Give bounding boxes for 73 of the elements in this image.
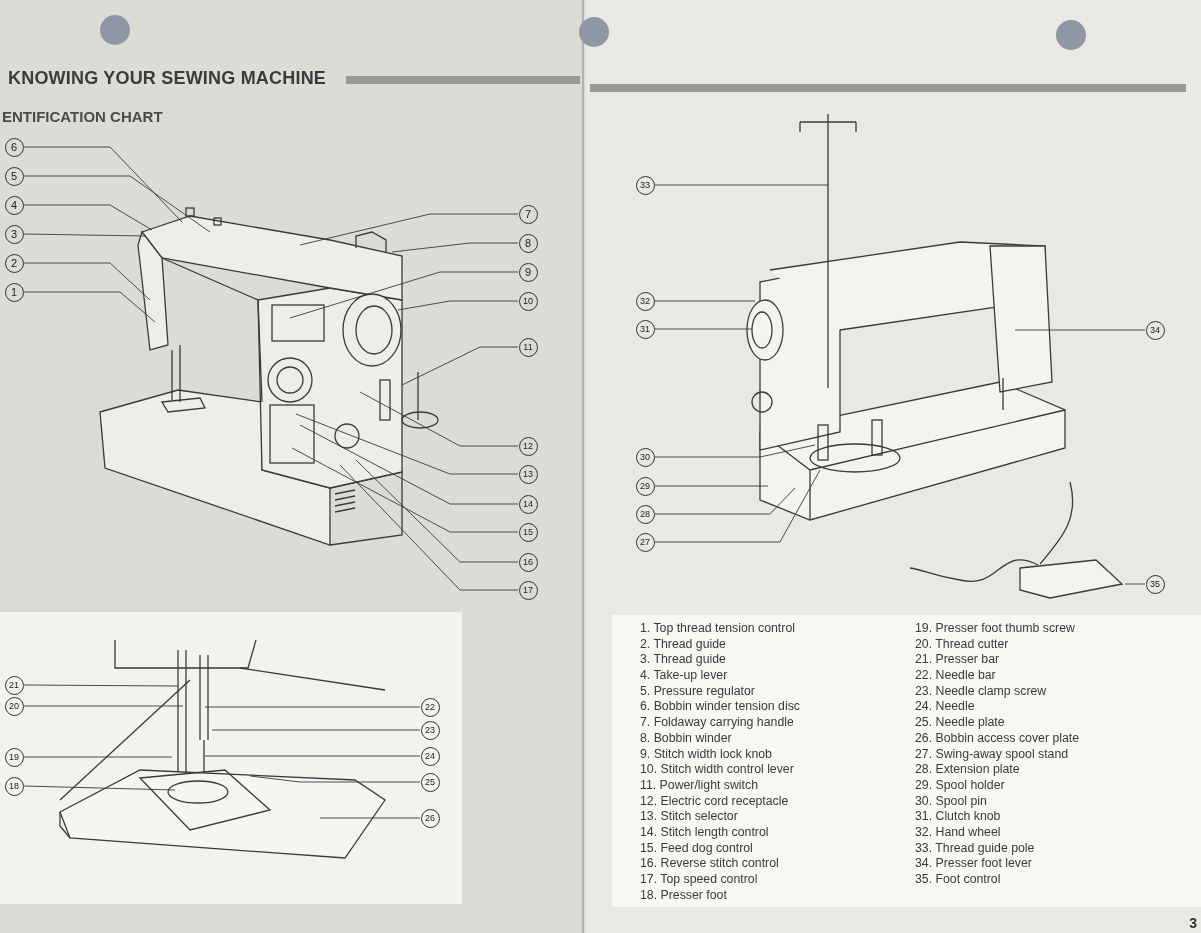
leader-line [319,817,421,819]
leader-line [23,756,173,758]
parts-list-item: 32. Hand wheel [915,824,1001,841]
parts-list-item: 33. Thread guide pole [915,840,1035,857]
parts-list-item: 21. Presser bar [915,652,1000,669]
parts-list-item: 20. Thread cutter [915,636,1009,653]
parts-list-item: 26. Bobbin access cover plate [915,730,1080,747]
parts-list-item: 3. Thread guide [640,652,726,669]
leader-line [23,175,211,233]
leader-line [249,775,421,783]
leader-line [23,204,153,231]
parts-list-item: 5. Pressure regulator [640,683,755,700]
leader-line [291,447,519,533]
leader-line [299,424,519,505]
parts-list-item: 31. Clutch knob [915,809,1001,825]
parts-list-item: 2. Thread guide [640,636,726,653]
parts-list-item: 11. Power/light switch [640,777,758,794]
leader-line [654,300,756,302]
leader-line [355,459,519,563]
parts-list-item: 1. Top thread tension control [640,621,795,637]
leader-line [1014,329,1146,331]
leader-line [339,464,519,591]
leader-line [23,785,176,791]
leader-line [23,146,183,223]
parts-list-item: 25. Needle plate [915,715,1005,731]
section-heading: ENTIFICATION CHART [2,108,163,125]
parts-list-item: 34. Presser foot lever [915,856,1032,872]
leader-line [359,391,519,447]
parts-list-item: 6. Bobbin winder tension disc [640,699,800,716]
leader-line [654,487,796,515]
leader-line [204,706,421,708]
leader-line [654,184,829,186]
leader-line [289,271,519,319]
parts-list-item: 24. Needle [915,699,975,716]
page-title: KNOWING YOUR SEWING MACHINE [8,68,327,89]
leader-line [211,729,421,731]
parts-list-item: 17. Top speed control [640,872,758,888]
parts-list-item: 13. Stitch selector [640,809,738,825]
parts-list-item: 30. Spool pin [915,793,987,810]
parts-list-item: 28. Extension plate [915,762,1020,778]
leader-line [654,469,821,543]
leader-line [654,485,769,487]
leader-line [204,755,421,757]
leader-line [23,233,146,237]
leader-line [299,213,519,246]
parts-list-item: 10. Stitch width control lever [640,762,794,778]
parts-list-item: 15. Feed dog control [640,840,753,857]
parts-list-item: 16. Reverse stitch control [640,856,779,872]
parts-list-item: 8. Bobbin winder [640,730,732,747]
parts-list-item: 23. Needle clamp screw [915,683,1047,700]
parts-list-item: 18. Presser foot [640,887,727,904]
leader-line [391,242,519,253]
leader-line [23,684,179,687]
parts-list-item: 12. Electric cord receptacle [640,793,789,810]
parts-list-item: 7. Foldaway carrying handle [640,715,794,731]
parts-list-item: 9. Stitch width lock knob [640,746,772,763]
leader-line [23,291,156,323]
leader-line [23,705,184,707]
parts-list-item: 4. Take-up lever [640,668,728,684]
leader-line [654,444,816,458]
parts-list-item: 27. Swing-away spool stand [915,746,1069,763]
leader-line [397,300,519,311]
parts-list-item: 14. Stitch length control [640,824,769,841]
page-number: 3 [1189,915,1197,931]
leader-line [295,413,519,475]
leader-line [23,262,151,301]
leader-line [654,328,753,330]
parts-list-item: 22. Needle bar [915,668,996,684]
parts-list-item: 29. Spool holder [915,777,1005,794]
parts-list-item: 35. Foot control [915,872,1001,888]
leader-line [1124,583,1146,585]
parts-list-item: 19. Presser foot thumb screw [915,621,1075,637]
leader-line [401,346,519,386]
